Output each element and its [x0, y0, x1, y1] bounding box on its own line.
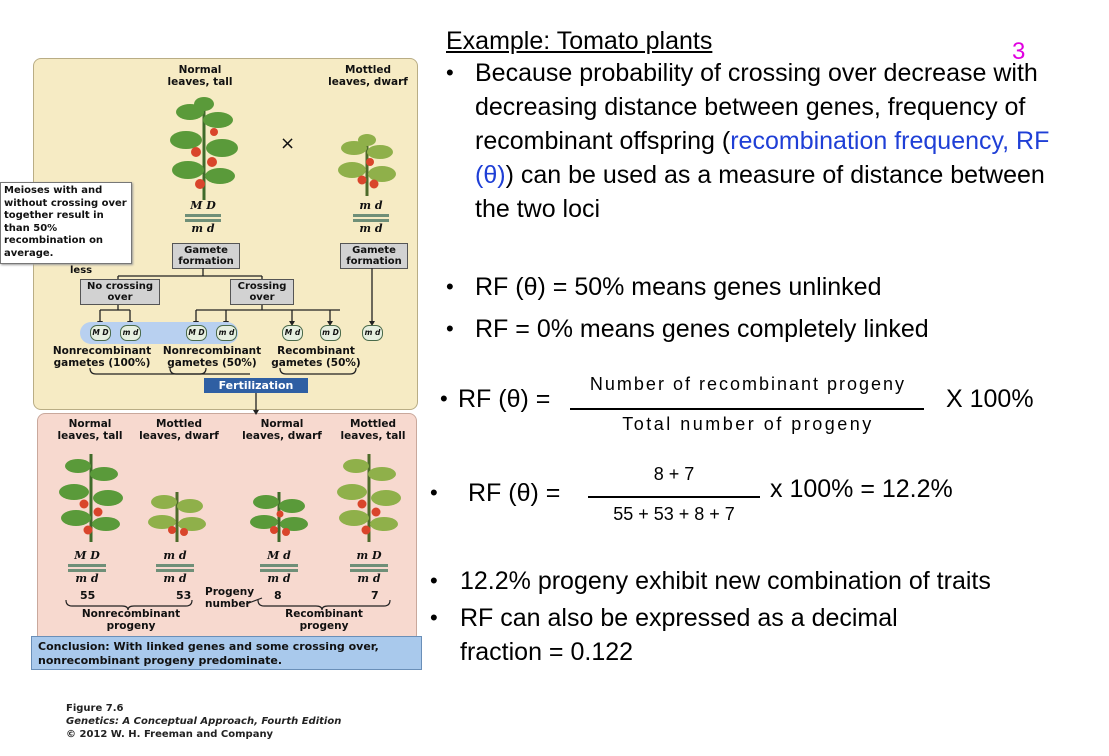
slide-title: Example: Tomato plants	[446, 27, 713, 55]
progeny-brackets	[65, 597, 391, 611]
progeny-genotype-bottom: m d	[267, 572, 291, 585]
bullet-1-highlight: recombination frequency, RF (θ)	[475, 127, 1050, 189]
progeny-label: Normal leaves, tall	[57, 418, 123, 442]
gamete-label-nonrecombinant-100: Nonrecombinant gametes (100%)	[52, 345, 152, 369]
chromosome-line	[260, 569, 298, 572]
caption-title: Figure 7.6	[66, 703, 124, 714]
progeny-genotype-top: M D	[74, 549, 100, 562]
progeny-genotype-top: m D	[356, 549, 382, 562]
dwarf-plant-icon	[338, 134, 396, 196]
parent-right-genotype-bottom: m d	[359, 222, 383, 235]
bullet-text-5: RF can also be expressed as a decimal fr…	[460, 604, 898, 666]
chromosome-line	[350, 564, 388, 567]
progeny-label: Mottled leaves, dwarf	[139, 418, 219, 442]
formula2-lhs: RF (θ) =	[468, 479, 561, 507]
parent-left-genotype-top: M D	[190, 199, 216, 212]
formula2-denominator: 55 + 53 + 8 + 7	[613, 504, 735, 524]
crossing-over-box: Crossing over	[230, 279, 294, 305]
formula2-numerator: 8 + 7	[653, 464, 695, 484]
formula2-fraction-bar	[588, 496, 760, 498]
chromosome-line	[68, 569, 106, 572]
meioses-note-less: less	[70, 265, 93, 276]
dwarf-plant-icon	[148, 492, 206, 542]
bullet-text-2: RF (θ) = 50% means genes unlinked	[475, 273, 882, 301]
slide-number: 3	[1012, 38, 1026, 65]
bullet-text-3: RF = 0% means genes completely linked	[475, 315, 929, 343]
gamete: m D	[320, 325, 341, 341]
cross-symbol: ×	[280, 133, 296, 154]
chromosome-line	[156, 564, 194, 567]
conclusion-box: Conclusion: With linked genes and some c…	[31, 636, 422, 670]
progeny-count: 8	[274, 589, 282, 602]
chromosome-line	[156, 569, 194, 572]
chromosome-line	[185, 214, 221, 217]
progeny-genotype-bottom: m d	[357, 572, 381, 585]
chromosome-line	[353, 219, 389, 222]
formula1-denominator: Total number of progeny	[622, 414, 874, 434]
gamete-formation-left: Gamete formation	[172, 243, 240, 269]
gamete: m d	[362, 325, 383, 341]
bullet-point: •	[446, 316, 454, 341]
progeny-label: Mottled leaves, tall	[340, 418, 406, 442]
caption-book: Genetics: A Conceptual Approach, Fourth …	[66, 716, 342, 727]
tall-plant-icon	[170, 97, 238, 200]
parent-left-label: Normal leaves, tall	[167, 64, 233, 88]
progeny-count: 55	[80, 589, 96, 602]
genetics-figure: Normal leaves, tall Mottled leaves, dwar…	[0, 0, 430, 756]
progeny-number-label: Progeny number	[205, 586, 255, 610]
bullet-point: •	[440, 386, 448, 411]
formula1-lhs: RF (θ) =	[458, 385, 551, 413]
chromosome-line	[260, 564, 298, 567]
recombinant-progeny-label: Recombinant progeny	[285, 608, 363, 632]
bullet-text-1: Because probability of crossing over dec…	[475, 56, 1055, 226]
gamete-label-recombinant-50: Recombinant gametes (50%)	[271, 345, 361, 369]
gamete-label-nonrecombinant-50: Nonrecombinant gametes (50%)	[162, 345, 262, 369]
formula2-rhs: x 100% = 12.2%	[770, 475, 953, 503]
formula1-numerator: Number of recombinant progeny	[589, 374, 907, 394]
chromosome-line	[350, 569, 388, 572]
progeny-genotype-top: m d	[163, 549, 187, 562]
formula1-fraction-bar	[570, 408, 924, 410]
bullet-point: •	[430, 605, 438, 630]
gamete-formation-right: Gamete formation	[340, 243, 408, 269]
gamete: m d	[216, 325, 237, 341]
no-crossing-over-box: No crossing over	[80, 279, 160, 305]
figure-caption: Figure 7.6 Genetics: A Conceptual Approa…	[66, 702, 366, 741]
tall-plant-icon	[59, 454, 123, 542]
bullet-point: •	[430, 480, 438, 505]
progeny-count: 53	[176, 589, 192, 602]
bullet-1-pre: Because probability of crossing over dec…	[475, 59, 1038, 155]
caption-copyright: © 2012 W. H. Freeman and Company	[66, 729, 274, 740]
progeny-genotype-top: M d	[267, 549, 291, 562]
bullet-point: •	[430, 568, 438, 593]
gamete: M d	[282, 325, 303, 341]
progeny-count: 7	[371, 589, 379, 602]
tall-plant-icon	[337, 454, 401, 542]
fertilization-bar: Fertilization	[204, 378, 308, 393]
bullet-point: •	[446, 60, 454, 85]
parent-right-label: Mottled leaves, dwarf	[328, 64, 408, 88]
gamete: M D	[186, 325, 207, 341]
progeny-label: Normal leaves, dwarf	[242, 418, 322, 442]
formula1-rhs: X 100%	[946, 385, 1034, 413]
nonrecombinant-progeny-label: Nonrecombinant progeny	[81, 608, 181, 632]
chromosome-line	[68, 564, 106, 567]
parent-right-genotype-top: m d	[359, 199, 383, 212]
parent-left-genotype-bottom: m d	[191, 222, 215, 235]
chromosome-line	[185, 219, 221, 222]
gamete: m d	[120, 325, 141, 341]
bullet-point: •	[446, 274, 454, 299]
dwarf-plant-icon	[250, 492, 308, 542]
progeny-genotype-bottom: m d	[163, 572, 187, 585]
progeny-genotype-bottom: m d	[75, 572, 99, 585]
bullet-text-4: 12.2% progeny exhibit new combination of…	[460, 567, 991, 595]
meioses-note: Meioses with and without crossing over t…	[0, 182, 132, 264]
bullet-1-post: ) can be used as a measure of distance b…	[475, 161, 1045, 223]
gamete: M D	[90, 325, 111, 341]
chromosome-line	[353, 214, 389, 217]
